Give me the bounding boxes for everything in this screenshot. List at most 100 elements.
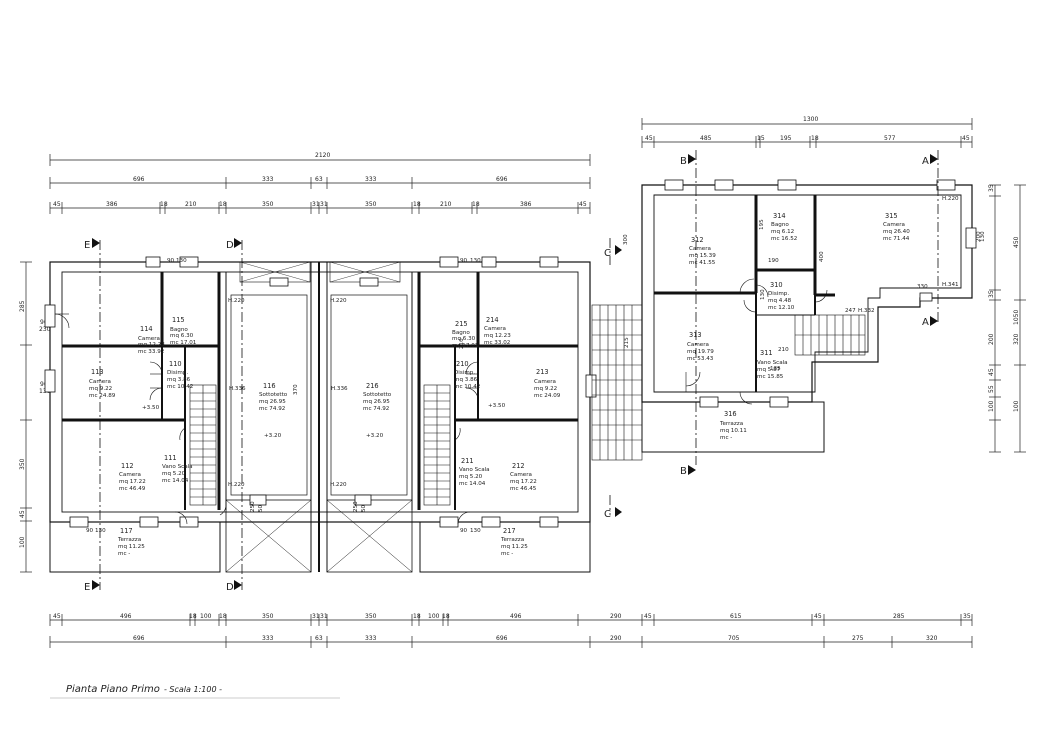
room-area: mq 17.22 (510, 479, 537, 485)
dim-label: 200 (976, 231, 982, 242)
dim-label: 210 (459, 338, 465, 349)
spot-level: +3.20 (264, 433, 282, 439)
room-type: Camera (89, 379, 111, 385)
dim-label: 320 (926, 635, 938, 642)
room-area: mq 10.11 (720, 428, 747, 434)
room-area: mq 5.20 (162, 471, 186, 477)
height-label: H.336 (229, 386, 246, 392)
dim-label: 31 (312, 613, 320, 620)
spot-level: +3.20 (366, 433, 384, 439)
room-area: mq 3.86 (167, 377, 191, 383)
dimension-lines-top-right (641, 118, 973, 148)
room-area: mq 26.40 (883, 229, 910, 235)
height-label: H.220 (228, 482, 245, 488)
room-211: 211 Vano Scala mq 5.20 mc 14.04 (459, 457, 490, 487)
dim-label: 18 (413, 613, 421, 620)
room-volume: mc 14.04 (162, 478, 189, 484)
room-113: 113 Camera mq 9.22 mc 24.89 (89, 368, 116, 399)
stair-211 (423, 384, 451, 506)
dim-label: 35 (988, 290, 995, 298)
room-area: mq 6.30 (170, 333, 194, 339)
dim-label: 350 (365, 613, 377, 620)
windows-right-building (664, 179, 977, 408)
dim-label: 50 (361, 504, 367, 512)
room-area: mq 15.39 (689, 253, 716, 259)
dimension-labels-top-left: 2120 696 333 63 333 696 45 386 18 210 18… (53, 152, 587, 208)
room-type: Sottotetto (259, 392, 288, 398)
room-number: 112 (121, 462, 134, 470)
room-number: 116 (263, 382, 276, 390)
dim-label: 18 (472, 201, 480, 208)
room-type: Bagno (170, 327, 188, 333)
room-volume: mc 24.89 (89, 393, 116, 399)
connector-stairs (591, 304, 643, 461)
room-volume: mc 10.42 (167, 384, 193, 390)
height-label: H.220 (942, 196, 959, 202)
room-volume: mc 74.92 (363, 406, 389, 412)
plan-title: Pianta Piano Primo (66, 684, 160, 695)
dim-total-right: 1300 (803, 116, 818, 123)
dim-label: 1050 (1013, 310, 1020, 325)
height-label: H.341 (942, 282, 959, 288)
room-311: 311 Vano Scala mq 5.87 mc 15.85 (757, 349, 788, 380)
room-type: Camera (510, 472, 532, 478)
room-type: Bagno (452, 330, 470, 336)
terraces-left (49, 261, 591, 573)
dim-label: 330 (917, 284, 928, 290)
room-volume: mc 71.44 (883, 236, 910, 242)
room-112: 112 Camera mq 17.22 mc 46.49 (119, 462, 146, 492)
room-number: 210 (456, 360, 469, 368)
title-block: Pianta Piano Primo - Scala 1:100 - (50, 684, 340, 699)
right-building-walls (641, 184, 973, 453)
room-number: 115 (172, 316, 185, 324)
dim-label: 400 (819, 251, 825, 262)
doors-right-building (685, 278, 828, 405)
room-313: 313 Camera mq 19.79 mc 53.43 (687, 331, 714, 362)
room-volume: mc 17.01 (452, 343, 479, 349)
room-type: Vano Scala (459, 467, 490, 473)
room-number: 310 (770, 281, 783, 289)
dim-label: 18 (219, 201, 227, 208)
stair-111 (189, 384, 217, 506)
dim-label: 290 (610, 635, 622, 642)
dim-label: 386 (520, 201, 532, 208)
room-number: 110 (169, 360, 182, 368)
room-number: 216 (366, 382, 379, 390)
section-labels: E E D D B B A A C C (84, 156, 929, 593)
misc-dimension-labels: 90 130 90 130 90 130 90 130 370 250 50 2… (86, 219, 986, 534)
room-area: mq 5.87 (757, 367, 781, 373)
room-number: 314 (773, 212, 786, 220)
dim-label: 485 (700, 135, 712, 142)
dim-label: 31 (320, 613, 328, 620)
room-type: Camera (687, 342, 709, 348)
room-area: mq 4.48 (768, 298, 792, 304)
room-type: Disimp. (454, 370, 475, 376)
room-volume: mc 10.42 (454, 384, 480, 390)
dim-label: 130 (980, 231, 986, 242)
room-area: mq 9.22 (89, 386, 112, 392)
dim-label: 250 (250, 501, 256, 512)
room-214: 214 Camera mq 12.23 mc 33.02 (484, 316, 511, 346)
room-type: Disimp. (768, 291, 789, 297)
height-label: H.332 (858, 308, 875, 314)
room-type: Camera (883, 222, 905, 228)
room-number: 315 (885, 212, 898, 220)
room-volume: mc 46.49 (119, 486, 146, 492)
dim-label: 300 (623, 234, 629, 245)
room-volume: mc 15.85 (757, 374, 784, 380)
room-area: mq 26.95 (259, 399, 286, 405)
room-area: mq 12.23 (138, 342, 165, 348)
dim-label: 63 (315, 176, 323, 183)
section-marker-B: B (680, 466, 687, 477)
room-217: 217 Terrazza mq 11.25 mc - (500, 527, 528, 557)
room-type: Camera (119, 472, 141, 478)
room-number: 311 (760, 349, 773, 357)
dimension-labels-right: 35 450 1050 35 320 200 45 55 100 100 (988, 184, 1020, 412)
room-111: 111 Vano Scala mq 5.20 mc 14.04 (162, 454, 193, 484)
dim-label: 130 (760, 289, 766, 300)
dim-label: 615 (730, 613, 742, 620)
room-115: 115 Bagno mq 6.30 mc 17.01 (170, 316, 197, 346)
plan-scale: - Scala 1:100 - (164, 685, 222, 694)
room-number: 212 (512, 462, 525, 470)
section-marker-C: C (604, 248, 611, 259)
